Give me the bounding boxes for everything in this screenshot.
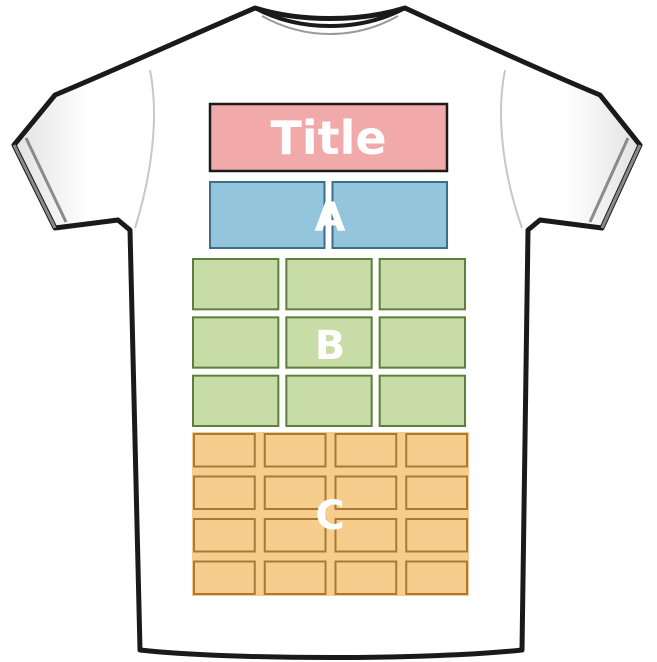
section-c-cell xyxy=(265,434,326,467)
section-c-cell xyxy=(406,562,467,595)
section-c-cell xyxy=(336,562,397,595)
section-a-label: A xyxy=(300,198,360,238)
section-b-cell xyxy=(380,317,465,367)
section-c-cell xyxy=(265,562,326,595)
section-c-cell xyxy=(194,434,255,467)
section-b-cell xyxy=(286,376,371,426)
section-b-label: B xyxy=(300,326,360,366)
section-c-cell xyxy=(406,434,467,467)
section-b-cell xyxy=(193,317,278,367)
section-b-cell xyxy=(380,376,465,426)
section-c-cell xyxy=(336,434,397,467)
section-c-cell xyxy=(194,477,255,510)
section-c-cell xyxy=(194,519,255,552)
section-b-cell xyxy=(193,259,278,309)
title-label: Title xyxy=(210,115,447,161)
section-c-cell xyxy=(194,562,255,595)
section-c-label: C xyxy=(300,496,360,536)
section-b-cell xyxy=(193,376,278,426)
section-c-cell xyxy=(406,519,467,552)
section-b-cell xyxy=(380,259,465,309)
section-b-cell xyxy=(286,259,371,309)
section-c-cell xyxy=(406,477,467,510)
